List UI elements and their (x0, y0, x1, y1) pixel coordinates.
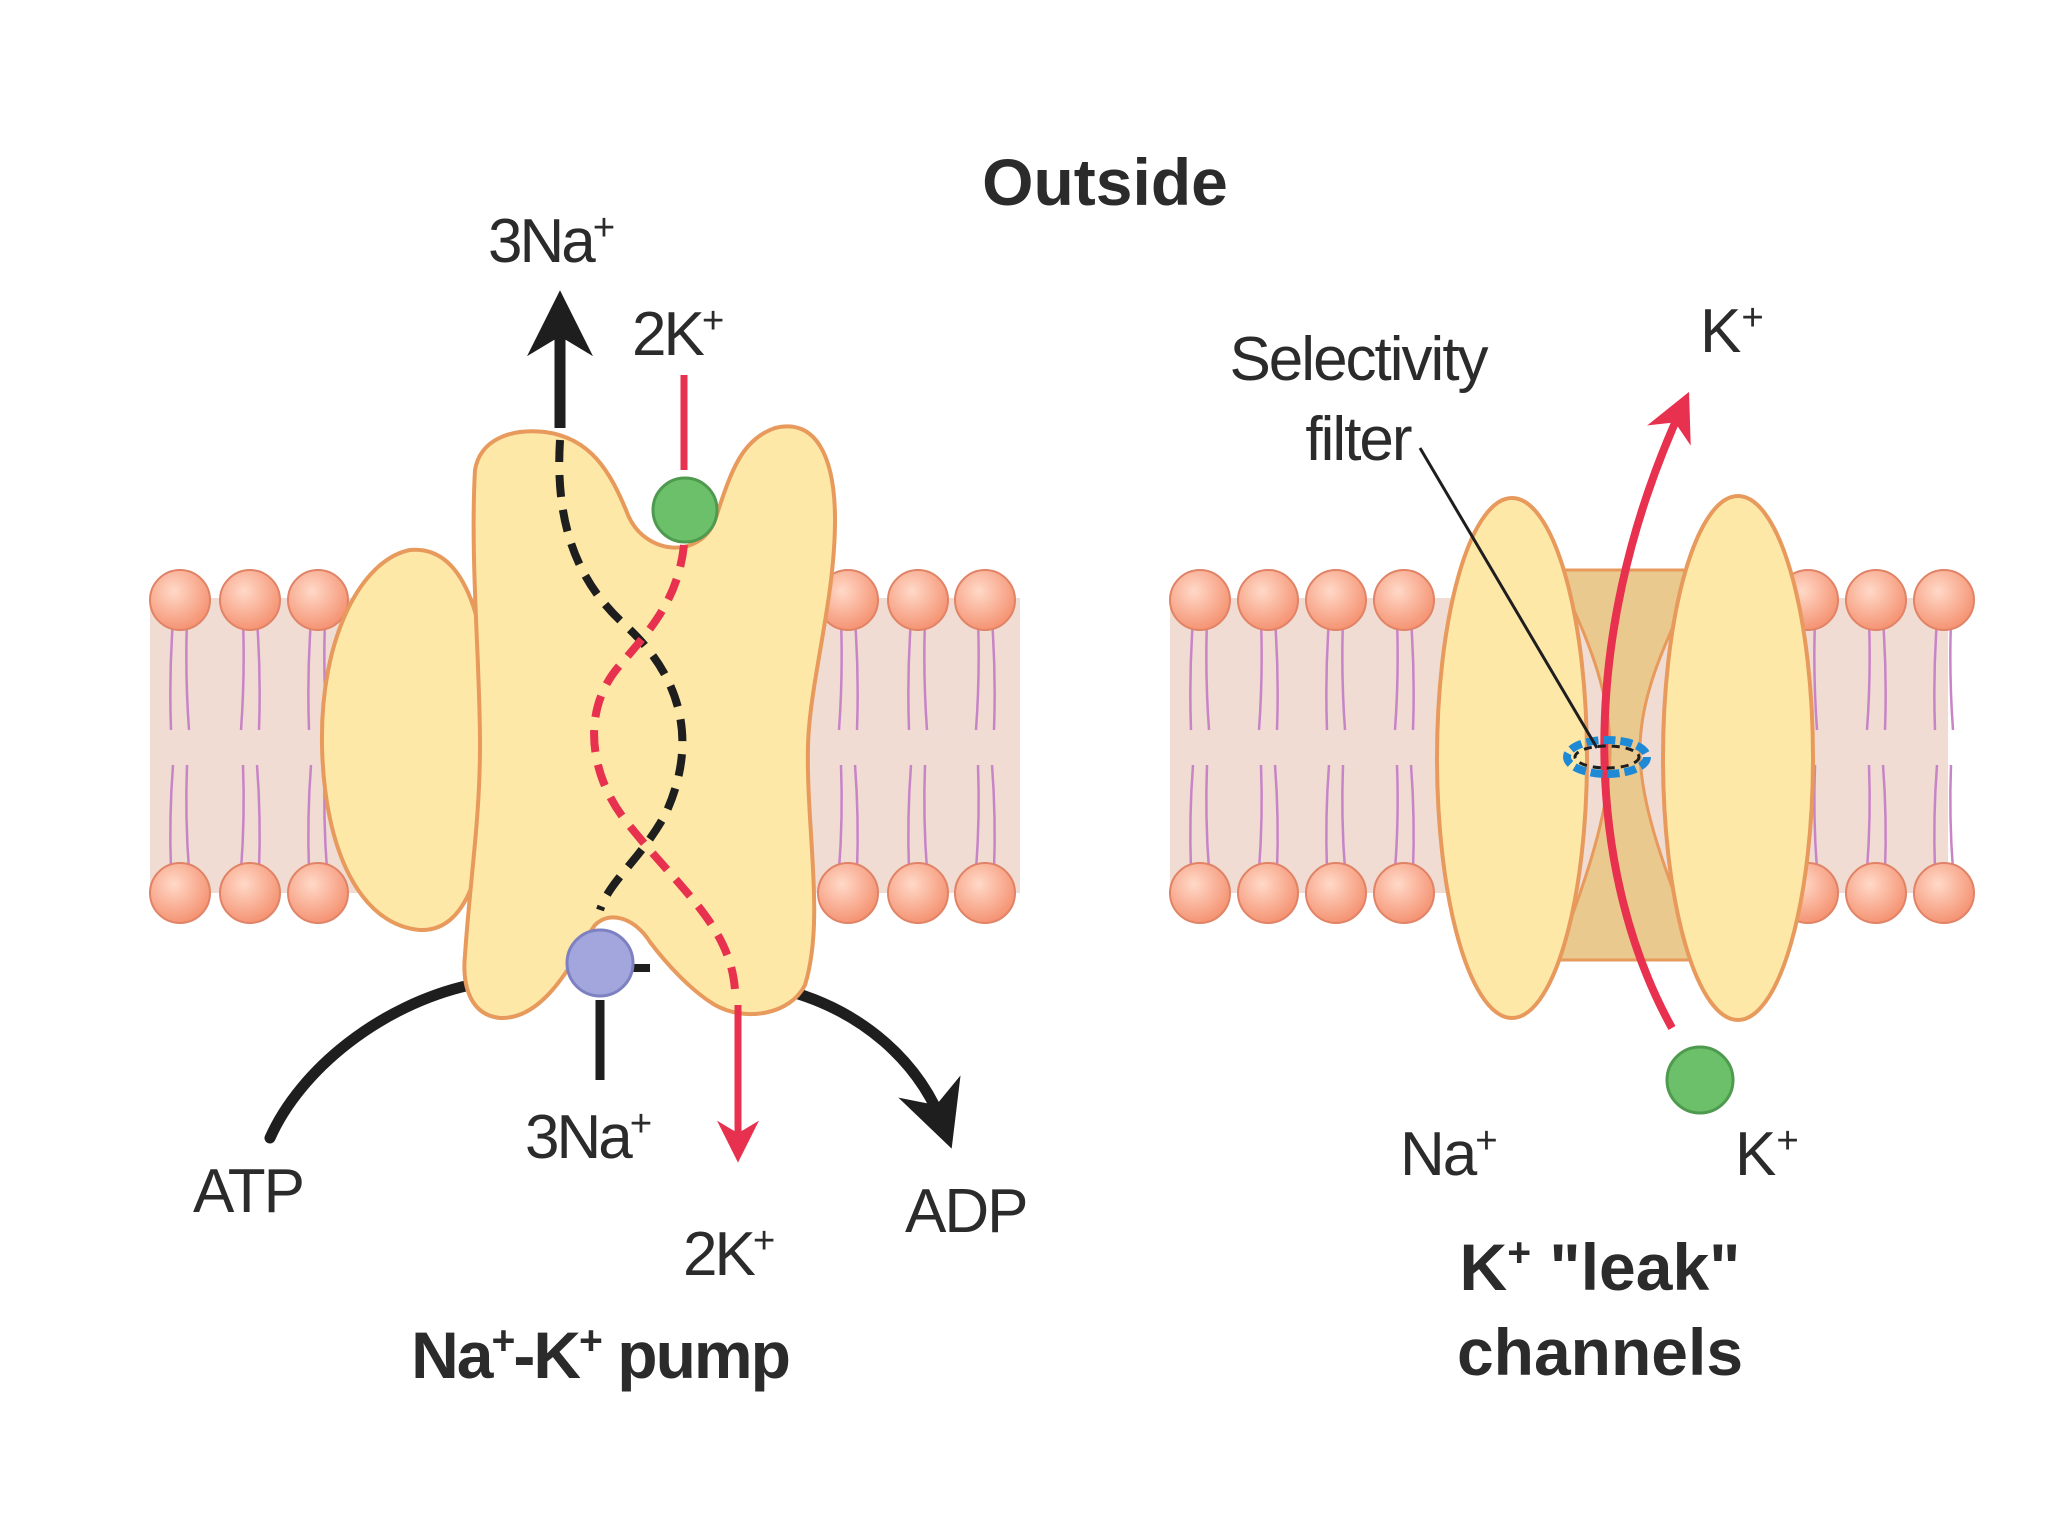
leak-title-line2: channels (1457, 1315, 1743, 1389)
na-transport-path (555, 439, 687, 912)
phospholipid (1373, 569, 1435, 924)
outside-label: Outside (982, 145, 1228, 219)
lipid-bilayer-left (149, 569, 1016, 924)
phospholipid (219, 569, 281, 924)
pump-top-k-label: 2K+ (632, 299, 723, 369)
na-k-pump (264, 290, 961, 1163)
pump-alpha-subunit (462, 424, 838, 1021)
k-transport-path (590, 544, 739, 991)
selectivity-filter-ring (1563, 736, 1651, 778)
atp-arrow (264, 979, 476, 1144)
phospholipid (954, 569, 1016, 924)
pump-title: Na+-K+ pump (411, 1317, 789, 1392)
k-leak-path (1600, 391, 1691, 1030)
phospholipid (887, 569, 949, 924)
pump-top-na-label: 3Na+ (488, 206, 614, 276)
k-leak-channel (1418, 391, 1815, 1115)
leak-top-k-label: K+ (1700, 296, 1764, 366)
adp-arrow (783, 984, 961, 1149)
adp-label: ADP (905, 1177, 1026, 1246)
channel-right-subunit (1661, 494, 1815, 1022)
k-ion-pump (651, 476, 719, 544)
lipid-bilayer-right (1169, 569, 1975, 924)
phospholipid (1845, 569, 1907, 924)
phospholipid (1913, 569, 1975, 924)
phospholipid (1169, 569, 1231, 924)
phospholipid (149, 569, 211, 924)
selectivity-filter-pointer (1418, 447, 1599, 749)
selectivity-filter-ring-inner (1573, 744, 1641, 770)
phospholipid (1237, 569, 1299, 924)
pump-bottom-na-label: 3Na+ (525, 1102, 651, 1172)
pump-beta-subunit (319, 547, 493, 933)
phospholipid (1305, 569, 1367, 924)
leak-na-label: Na+ (1400, 1119, 1496, 1189)
k-ion-leak (1665, 1045, 1735, 1115)
channel-left-subunit (1435, 496, 1589, 1020)
selectivity-filter-label-line2: filter (1305, 405, 1411, 474)
pump-bottom-k-label: 2K+ (683, 1219, 774, 1289)
atp-label: ATP (193, 1157, 303, 1226)
selectivity-filter-label-line1: Selectivity (1229, 325, 1488, 394)
leak-bottom-k-label: K+ (1735, 1119, 1799, 1189)
na-ion-pump (565, 928, 635, 998)
leak-title-line1: K+ "leak" (1460, 1229, 1741, 1304)
